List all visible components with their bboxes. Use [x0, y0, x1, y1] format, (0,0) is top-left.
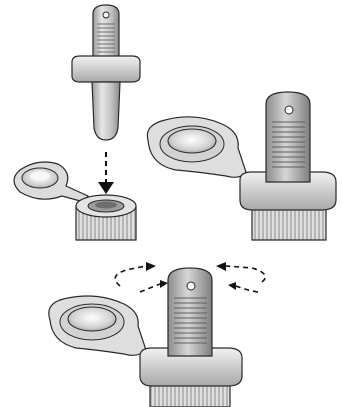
panel-twist-to-lock: [49, 262, 266, 407]
down-arrow-icon: [98, 152, 114, 194]
panel-insert-dropper: [14, 5, 140, 240]
bottle-cap-icon: [14, 162, 136, 240]
dropper-tip-icon: [266, 92, 310, 182]
dropper: [72, 5, 140, 140]
panel-dropper-seated: [147, 92, 336, 240]
